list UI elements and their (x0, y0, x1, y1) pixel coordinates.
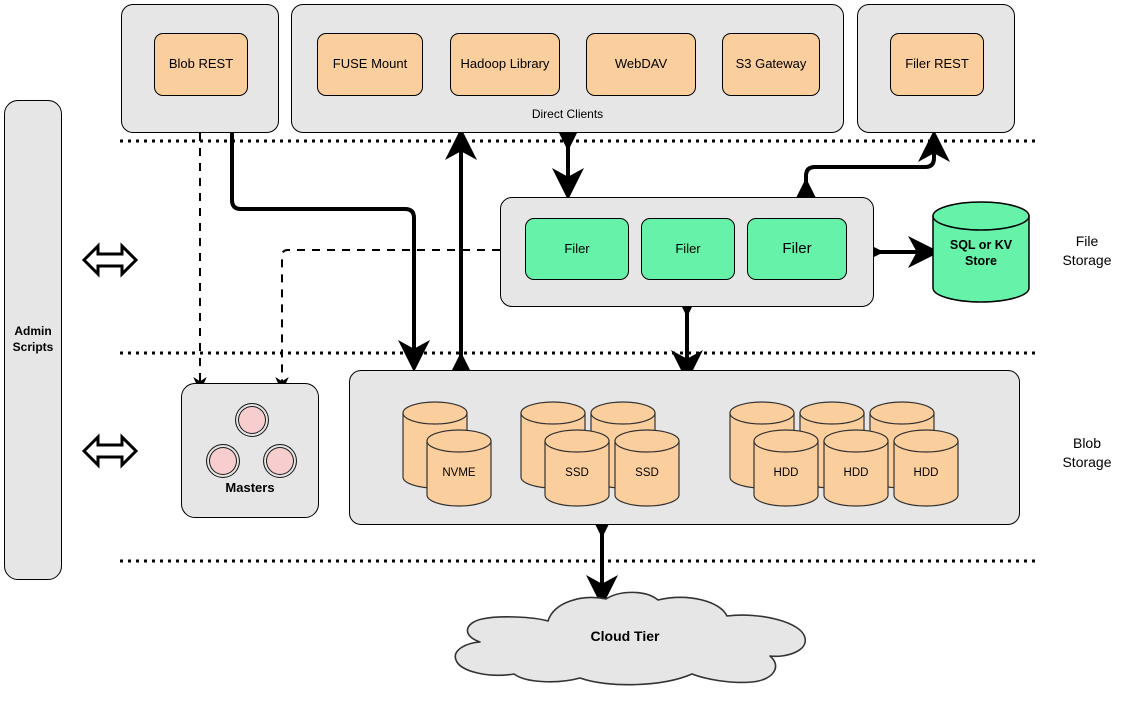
node-filer-1[interactable]: Filer (525, 218, 629, 280)
node-fuse-mount[interactable]: FUSE Mount (317, 33, 423, 96)
edge-admin-filestorage (81, 242, 139, 278)
disk-ssd-front-1[interactable]: SSD (544, 429, 610, 507)
direct-clients-group[interactable]: FUSE Mount Hadoop Library WebDAV S3 Gate… (291, 4, 844, 133)
blob-rest-group[interactable]: Blob REST (121, 4, 279, 133)
blob-rest-label: Blob REST (168, 56, 234, 72)
filer-2-label: Filer (675, 240, 701, 256)
fuse-mount-label: FUSE Mount (332, 56, 408, 72)
blob-storage-group[interactable]: NVME SSD SSD (349, 370, 1020, 525)
disk-ssd-label-2: SSD (635, 467, 659, 479)
node-filer-3[interactable]: Filer (747, 218, 847, 280)
edge-admin-blobstorage (81, 433, 139, 469)
edge-filer-masters (275, 249, 500, 392)
admin-scripts-label-line1: Admin (14, 324, 52, 339)
masters-group[interactable]: Masters (181, 383, 319, 518)
store-label-line2: Store (965, 253, 997, 268)
disk-ssd-label-1: SSD (565, 467, 589, 479)
blob-storage-tier-label: Blob Storage (1055, 434, 1119, 472)
edge-blobrest-volumes (230, 133, 430, 372)
admin-scripts-panel[interactable]: Admin Scripts (4, 100, 62, 580)
store-label-line1: SQL or KV (949, 238, 1013, 252)
cloud-tier[interactable]: Cloud Tier (430, 588, 820, 688)
webdav-label: WebDAV (614, 56, 668, 72)
disk-hdd-front-3[interactable]: HDD (893, 429, 959, 507)
edge-filerrest-filers (790, 130, 950, 210)
disk-nvme-label: NVME (442, 467, 476, 479)
sql-or-kv-store[interactable]: SQL or KV Store (931, 200, 1031, 304)
node-s3-gateway[interactable]: S3 Gateway (722, 33, 820, 96)
master-node-icon-1 (235, 403, 269, 437)
master-node-icon-2 (206, 444, 240, 478)
admin-scripts-label-line2: Scripts (12, 340, 54, 354)
masters-label: Masters (225, 480, 275, 495)
node-filer-2[interactable]: Filer (641, 218, 735, 280)
s3-gateway-label: S3 Gateway (735, 56, 807, 72)
node-blob-rest[interactable]: Blob REST (154, 33, 248, 96)
filer-rest-label: Filer REST (905, 56, 969, 72)
filer-rest-group[interactable]: Filer REST (857, 4, 1015, 133)
blob-storage-label-line2: Storage (1062, 453, 1112, 470)
cloud-icon (454, 591, 806, 686)
file-storage-tier-label: File Storage (1055, 232, 1119, 270)
disk-hdd-front-1[interactable]: HDD (753, 429, 819, 507)
filer-group[interactable]: Filer Filer Filer (500, 197, 874, 307)
master-node-icon-3 (263, 444, 297, 478)
disk-ssd-front-2[interactable]: SSD (614, 429, 680, 507)
node-hadoop-library[interactable]: Hadoop Library (450, 33, 560, 96)
disk-hdd-label-1: HDD (773, 467, 799, 479)
filer-1-label: Filer (564, 240, 590, 256)
store-cylinder-icon (932, 201, 1030, 303)
direct-clients-caption: Direct Clients (531, 107, 604, 121)
file-storage-label-line1: File (1075, 233, 1099, 249)
blob-storage-label-line1: Blob (1072, 435, 1102, 451)
disk-hdd-front-2[interactable]: HDD (823, 429, 889, 507)
file-storage-label-line2: Storage (1062, 251, 1112, 268)
filer-3-label: Filer (782, 239, 812, 257)
disk-hdd-label-3: HDD (913, 467, 939, 479)
cloud-tier-label: Cloud Tier (590, 628, 660, 644)
disk-hdd-label-2: HDD (843, 467, 869, 479)
node-filer-rest[interactable]: Filer REST (890, 33, 984, 96)
disk-nvme-front[interactable]: NVME (426, 429, 492, 507)
hadoop-library-label: Hadoop Library (460, 56, 550, 72)
node-webdav[interactable]: WebDAV (586, 33, 696, 96)
